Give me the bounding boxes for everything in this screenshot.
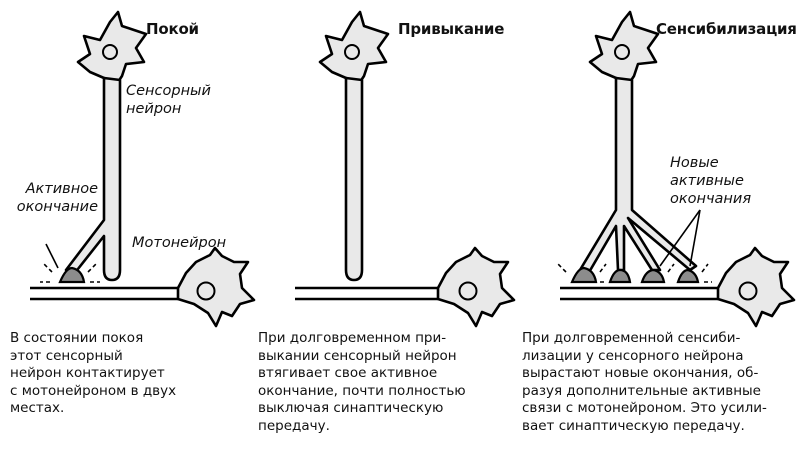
active-terminal-3a [570, 266, 598, 284]
label-active-ending: Активное окончание [16, 181, 98, 215]
label-motor-neuron: Мотонейрон [132, 235, 227, 251]
caption-rest: В состоянии покоя этот сенсорный нейрон … [10, 330, 177, 416]
sensory-neuron-nucleus-3 [614, 44, 630, 60]
caption-habituation: При долговременном при- выкании сенсорны… [258, 330, 466, 434]
motor-neuron-nucleus-3 [738, 281, 758, 301]
panel-habituation-illustration [295, 10, 516, 328]
panel-sensitization-illustration [557, 10, 796, 328]
sensory-axon-2 [344, 76, 364, 282]
motor-neuron-nucleus-1 [196, 281, 216, 301]
panel-title-sensitization: Сенсибилизация [656, 20, 797, 38]
sensory-axon-1 [64, 76, 122, 282]
panel-rest-illustration [30, 10, 256, 328]
motor-neuron-nucleus-2 [458, 281, 478, 301]
caption-sensitization: При долговременной сенсиби- лизации у се… [522, 330, 767, 434]
label-sensory-neuron: Сенсорный нейрон [126, 83, 211, 117]
new-terminal-3c [640, 268, 666, 284]
panel-title-rest: Покой [146, 20, 199, 38]
label-new-active-endings: Новые активные окончания [670, 155, 752, 207]
new-terminal-3b [608, 268, 632, 284]
new-terminal-3d [676, 268, 700, 284]
sensory-neuron-nucleus-1 [102, 44, 118, 60]
motor-neuron-cell-1 [176, 246, 256, 328]
sensory-neuron-nucleus-2 [344, 44, 360, 60]
panel-title-habituation: Привыкание [398, 20, 505, 38]
active-terminal-1a [58, 266, 86, 284]
